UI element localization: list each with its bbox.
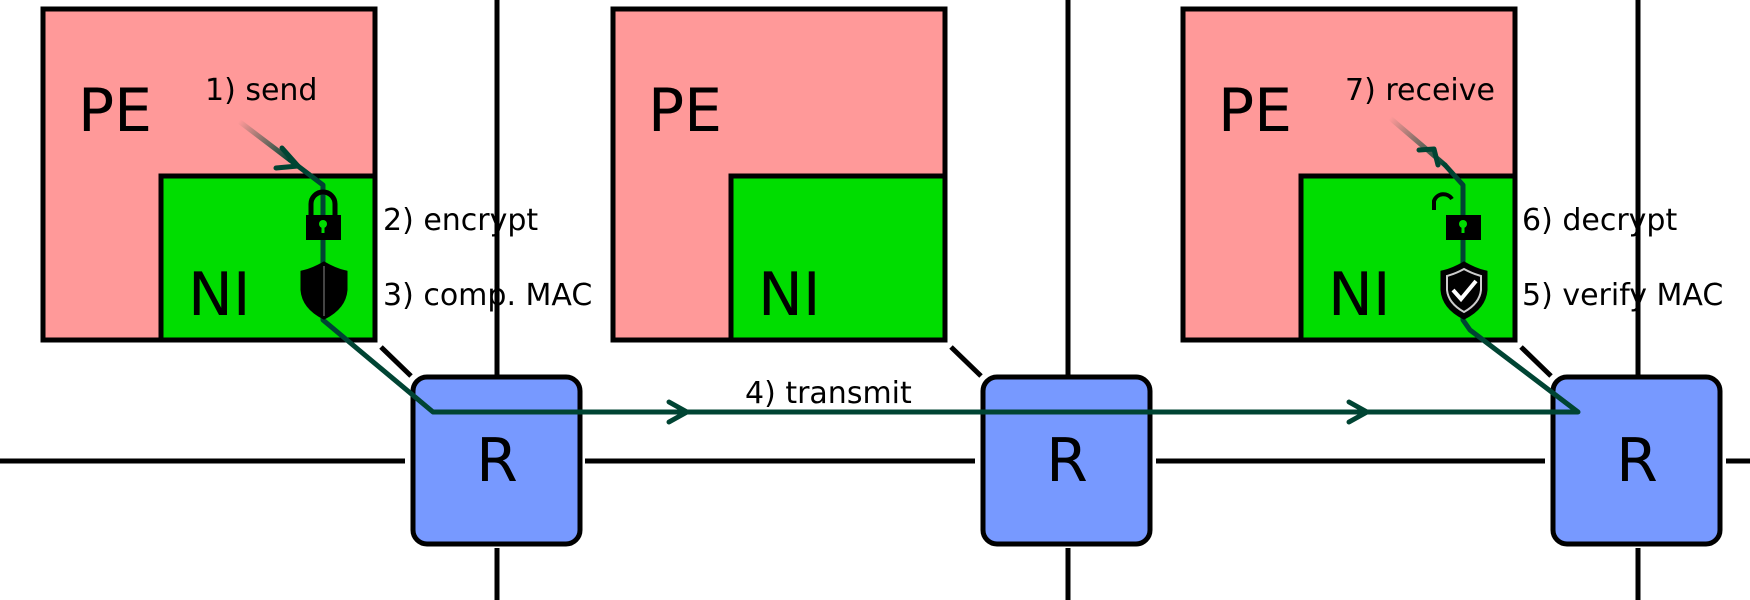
arrow-transmit-2-icon bbox=[1346, 399, 1370, 425]
router-label: R bbox=[1046, 426, 1088, 496]
ni-block bbox=[1298, 173, 1518, 343]
step-encrypt-label: 2) encrypt bbox=[383, 203, 538, 238]
step-receive-label: 7) receive bbox=[1345, 73, 1495, 108]
shield-icon bbox=[300, 261, 348, 320]
ni-label: NI bbox=[758, 260, 821, 330]
ni-label: NI bbox=[1328, 260, 1391, 330]
step-send-label: 1) send bbox=[205, 73, 317, 108]
tile-1: PE NI R bbox=[40, 6, 583, 547]
router-label: R bbox=[1616, 426, 1658, 496]
padlock-closed-icon bbox=[306, 189, 341, 240]
padlock-open-icon bbox=[1432, 192, 1481, 240]
ni-router-link-3 bbox=[1519, 345, 1553, 378]
tile-3: PE NI R bbox=[1180, 6, 1723, 547]
step-comp-mac-label: 3) comp. MAC bbox=[383, 278, 592, 313]
arrow-receive-icon bbox=[1416, 146, 1441, 168]
step-labels: 1) send 2) encrypt 3) comp. MAC 4) trans… bbox=[205, 73, 1723, 411]
pe-label: PE bbox=[648, 76, 722, 146]
step-decrypt-label: 6) decrypt bbox=[1522, 203, 1677, 238]
ni-router-link-1 bbox=[379, 345, 413, 378]
ni-block bbox=[158, 173, 378, 343]
ni-block bbox=[728, 173, 948, 343]
router-label: R bbox=[476, 426, 518, 496]
router-block bbox=[980, 374, 1153, 547]
pe-label: PE bbox=[1218, 76, 1292, 146]
send-path-fade bbox=[237, 119, 293, 163]
ni-label: NI bbox=[188, 260, 251, 330]
step-verify-mac-label: 5) verify MAC bbox=[1522, 278, 1723, 313]
ni-router-link-2 bbox=[949, 345, 983, 378]
arrow-send-icon bbox=[273, 145, 301, 171]
step-transmit-label: 4) transmit bbox=[745, 376, 912, 411]
router-block bbox=[1550, 374, 1723, 547]
tile-2: PE NI R bbox=[610, 6, 1153, 547]
router-block bbox=[410, 374, 583, 547]
shield-check-icon bbox=[1440, 261, 1488, 320]
pe-label: PE bbox=[78, 76, 152, 146]
arrow-transmit-1-icon bbox=[666, 399, 690, 425]
